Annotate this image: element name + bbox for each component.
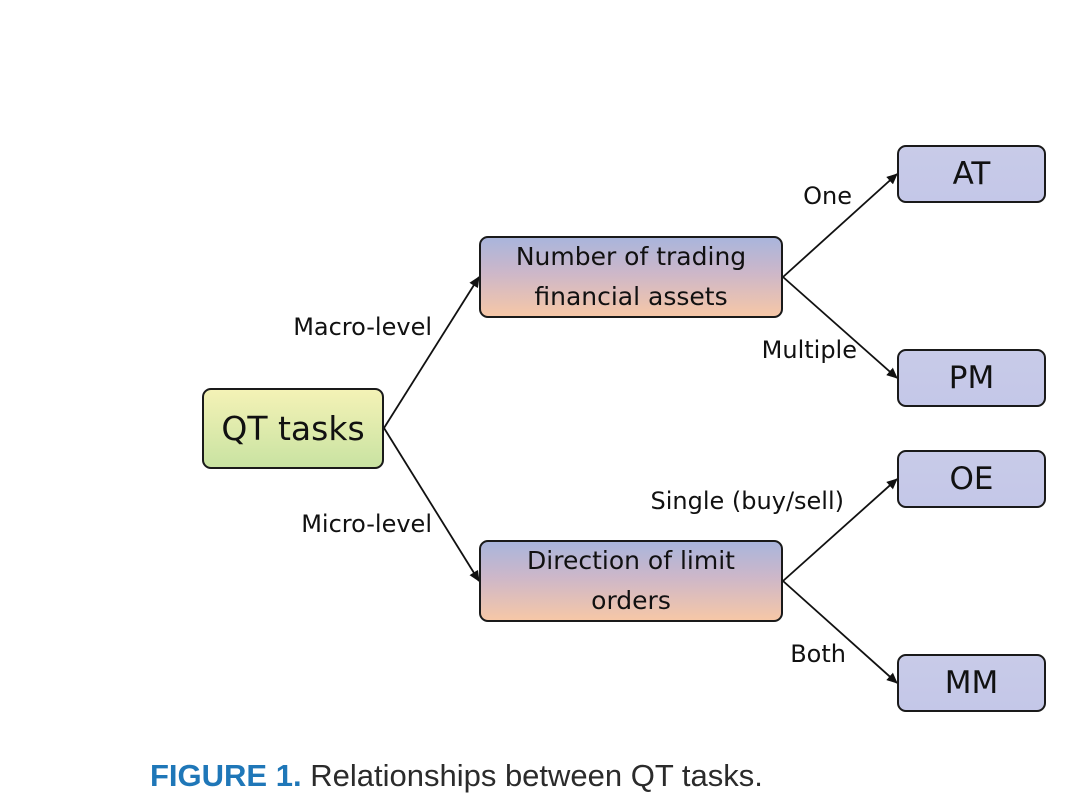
leaf-pm-label: PM [948, 360, 995, 396]
node-number-of-trading-assets: Number of trading financial assets [479, 236, 783, 318]
node-direction-line2: orders [591, 586, 671, 615]
node-direction-of-limit-orders: Direction of limit orders [479, 540, 783, 622]
root-node-label: QT tasks [221, 409, 365, 448]
leaf-node-mm: MM [897, 654, 1046, 712]
figure-number: FIGURE 1. [150, 758, 302, 793]
edge-direction-to-mm [782, 580, 898, 684]
edge-label-both: Both [790, 640, 846, 668]
leaf-at-label: AT [952, 156, 991, 192]
leaf-node-pm: PM [897, 349, 1046, 407]
figure-caption-text: Relationships between QT tasks. [310, 758, 763, 793]
edge-direction-to-oe [782, 478, 898, 582]
edge-label-micro-level: Micro-level [301, 510, 432, 538]
edge-root-to-number-of-assets [383, 276, 480, 429]
edge-label-one: One [803, 182, 852, 210]
edge-label-multiple: Multiple [761, 336, 857, 364]
figure-caption: FIGURE 1. Relationships between QT tasks… [150, 758, 763, 794]
root-node-qt-tasks: QT tasks [202, 388, 384, 469]
leaf-oe-label: OE [949, 461, 994, 497]
edge-label-single: Single (buy/sell) [650, 487, 844, 515]
node-number-of-assets-line1: Number of trading [515, 242, 747, 271]
edge-label-macro-level: Macro-level [293, 313, 432, 341]
edge-assets-to-pm [782, 276, 898, 379]
leaf-node-at: AT [897, 145, 1046, 203]
leaf-mm-label: MM [944, 665, 999, 701]
edge-assets-to-at [782, 173, 898, 278]
leaf-node-oe: OE [897, 450, 1046, 508]
node-number-of-assets-line2: financial assets [534, 282, 728, 311]
edge-root-to-direction [383, 427, 480, 582]
node-direction-line1: Direction of limit [527, 546, 735, 575]
